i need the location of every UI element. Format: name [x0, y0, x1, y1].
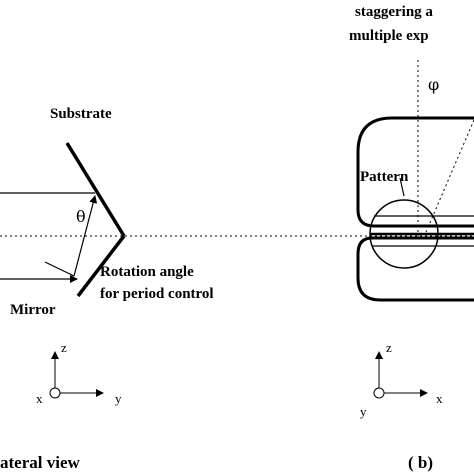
substrate-label: Substrate [50, 106, 112, 122]
x-axis-label: x [436, 391, 443, 406]
rotation-label-line1: Rotation angle [100, 264, 194, 280]
y-axis-label: y [115, 391, 122, 406]
lower-holder [356, 236, 474, 302]
phi-symbol: φ [428, 75, 439, 94]
pattern-pointer [399, 177, 405, 197]
coordinate-axes-a: z x y [36, 340, 122, 406]
coordinate-axes-b: z y x [360, 340, 443, 419]
origin-circle [49, 387, 61, 399]
panel-a: Substrate θ Mirror Rotation angle for pe… [0, 106, 474, 472]
z-axis-label: z [386, 340, 392, 355]
theta-symbol: θ [76, 207, 86, 226]
reflected-beam-arrow [73, 195, 98, 277]
x-axis-label: x [36, 391, 43, 406]
panel-a-caption: ateral view [0, 453, 80, 472]
panel-b-caption: ( b) [408, 453, 433, 472]
z-axis-label: z [61, 340, 67, 355]
substrate-plate [65, 142, 126, 237]
stagger-angle-line [425, 119, 474, 233]
panel-b: staggering a multiple exp φ Pattern z y … [349, 4, 474, 472]
staggering-label-line1: staggering a [355, 4, 433, 20]
rotation-label-line2: for period control [100, 286, 214, 302]
reflected-beam-arrow-lower [44, 261, 75, 277]
pattern-label: Pattern [360, 169, 409, 185]
upper-holder [356, 116, 474, 228]
staggering-label-line2: multiple exp [349, 28, 429, 44]
mirror-label: Mirror [10, 302, 56, 318]
origin-circle [373, 387, 385, 399]
mirror-plate [76, 234, 126, 298]
y-axis-label: y [360, 404, 367, 419]
